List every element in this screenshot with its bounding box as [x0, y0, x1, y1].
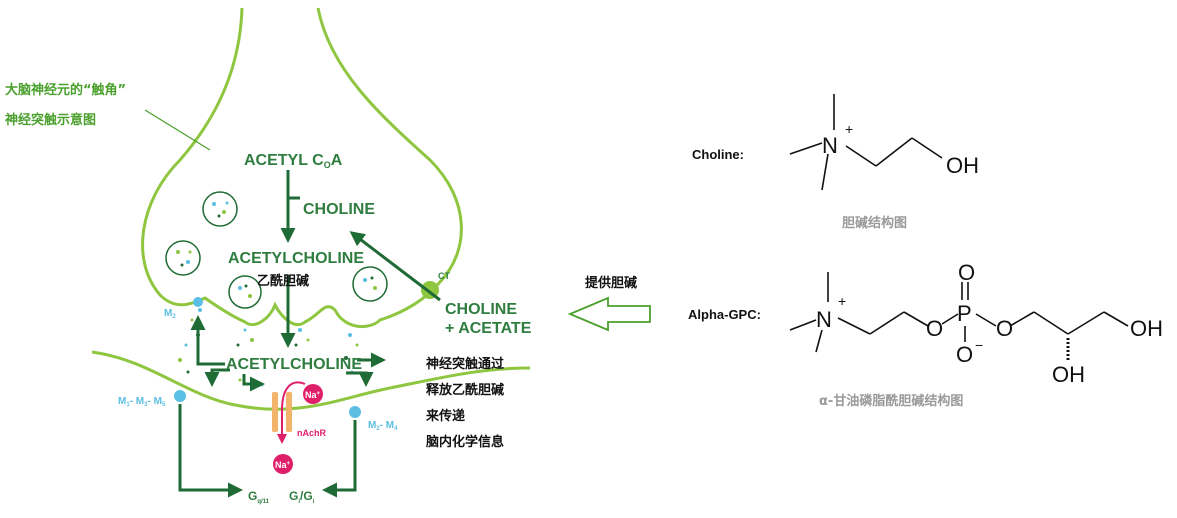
- postsynaptic-membrane: [91, 350, 531, 411]
- description-line-2: 释放乙酰胆碱: [426, 383, 505, 398]
- choline-structure: [789, 94, 943, 191]
- description-line-3: 来传递: [426, 409, 466, 424]
- arrow-ach-left-down: [204, 368, 230, 387]
- choline-atom-n: N: [822, 133, 838, 158]
- acetylcholine-cn-label: 乙酰胆碱: [257, 274, 310, 289]
- na-bottom-label: Na+: [275, 460, 291, 470]
- provide-choline-label: 提供胆碱: [585, 276, 638, 291]
- pathway-arrows: [178, 170, 441, 498]
- title-leader-line: [144, 109, 211, 151]
- title-line2: 神经突触示意图: [5, 113, 97, 128]
- m2-label: M2: [164, 308, 176, 320]
- sodium-ion-bottom: [273, 454, 293, 474]
- choline-acetate-line2: + ACETATE: [445, 320, 532, 337]
- sodium-influx-arrow: [277, 381, 306, 444]
- arrow-ach-center-down: [242, 374, 265, 392]
- gpc-atom-p: P: [957, 301, 972, 326]
- vesicle: [165, 240, 201, 276]
- na-top-label: Na+: [305, 390, 321, 400]
- provide-choline-arrow: [567, 296, 651, 332]
- vesicle: [352, 266, 388, 302]
- gpc-atom-o1: O: [926, 316, 943, 341]
- description-line-4: 脑内化学信息: [426, 435, 505, 450]
- nachr-channel: [286, 392, 292, 432]
- gpc-atom-o-top: O: [958, 260, 975, 285]
- presynaptic-membrane: [141, 7, 463, 329]
- vesicle: [202, 191, 238, 227]
- alpha-gpc-label: Alpha-GPC:: [688, 307, 761, 322]
- vesicles: [165, 191, 388, 309]
- acetylcholine-label-top: ACETYLCHOLINE: [228, 250, 364, 267]
- ct-label: CT: [438, 271, 450, 281]
- title-line1: 大脑神经元的“触角”: [5, 83, 127, 98]
- alpha-gpc-structure: [789, 272, 1129, 362]
- m2-receptor: [193, 297, 203, 307]
- acetylcholine-label-mid: ACETYLCHOLINE: [226, 356, 362, 373]
- gpc-oh-bottom: OH: [1052, 362, 1085, 387]
- arrow-choline-reuptake: [349, 231, 441, 302]
- gpc-atom-o-bottom: O: [956, 342, 973, 367]
- choline-acetate-line1: CHOLINE: [445, 301, 517, 318]
- acetyl-coa-label: ACETYL COA: [244, 152, 343, 170]
- choline-label-top: CHOLINE: [303, 201, 375, 218]
- arrow-m1-to-gq: [178, 404, 243, 498]
- arrow-m2-to-gi: [322, 420, 357, 498]
- gpc-charge-plus: +: [838, 293, 846, 309]
- m1m3m5-receptor: [174, 390, 186, 402]
- gi-label: Gi/Gi: [289, 489, 315, 505]
- gq-label: Gq/11: [248, 489, 270, 505]
- choline-label: Choline:: [692, 147, 744, 162]
- choline-caption: 胆碱结构图: [842, 216, 908, 231]
- alpha-gpc-caption: α-甘油磷脂酰胆碱结构图: [819, 394, 964, 409]
- sodium-ion-top: [303, 384, 323, 404]
- choline-charge: +: [845, 121, 853, 137]
- choline-join-bracket: [286, 196, 300, 212]
- description-line-1: 神经突触通过: [426, 357, 505, 372]
- gpc-atom-o2: O: [996, 316, 1013, 341]
- gpc-charge-minus: −: [975, 337, 983, 353]
- m2m4-label: M2- M4: [368, 420, 398, 432]
- nachr-label: nAchR: [297, 428, 327, 438]
- m2m4-receptor: [349, 406, 361, 418]
- gpc-oh-right: OH: [1130, 316, 1163, 341]
- arrow-ach-right-down: [346, 371, 374, 387]
- m1m3m5-label: M1- M3- M5: [118, 396, 166, 408]
- choline-oh: OH: [946, 153, 979, 178]
- arrow-ach-to-m2: [190, 315, 225, 366]
- gpc-atom-n: N: [816, 307, 832, 332]
- nachr-channel: [272, 392, 278, 432]
- vesicle: [228, 275, 262, 309]
